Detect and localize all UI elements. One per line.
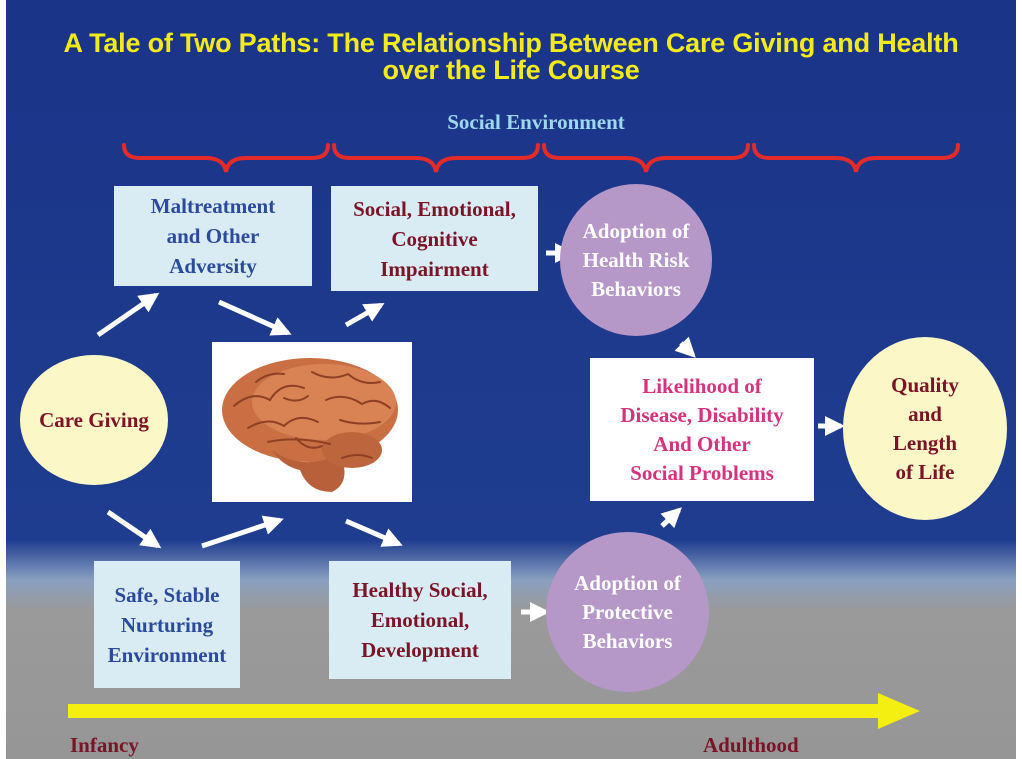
impairment-box: Social, Emotional, Cognitive Impairment	[331, 186, 538, 291]
safe-stable-box: Safe, Stable Nurturing Environment	[94, 561, 240, 688]
timeline-arrow	[68, 693, 920, 729]
maltreatment-box: Maltreatment and Other Adversity	[114, 186, 312, 286]
diagram-connectors	[68, 143, 960, 729]
brain-image	[222, 358, 398, 492]
health-risk-oval: Adoption of Health Risk Behaviors	[560, 184, 712, 336]
arrow-safe-to-brain	[201, 515, 284, 549]
arrow-brain-to-impairment	[344, 302, 385, 328]
brace-3	[542, 143, 750, 173]
care-giving-oval: Care Giving	[20, 355, 168, 485]
timeline-end-label: Adulthood	[703, 733, 799, 757]
arrow-care-to-maltreatment	[96, 292, 160, 338]
healthy-development-box: Healthy Social, Emotional, Development	[329, 561, 511, 679]
arrow-brain-to-healthy	[345, 518, 403, 547]
arrow-maltreatment-to-brain	[217, 299, 292, 336]
brace-group	[122, 143, 960, 173]
slide-title: A Tale of Two Paths: The Relationship Be…	[6, 30, 1016, 84]
arrow-risk-to-likelihood	[674, 336, 696, 358]
social-environment-label: Social Environment	[447, 110, 625, 134]
title-line-2: over the Life Course	[382, 55, 640, 85]
brain-image-frame	[212, 342, 412, 502]
brace-2	[332, 143, 540, 173]
quality-oval: Quality and Length of Life	[843, 337, 1007, 520]
protective-oval: Adoption of Protective Behaviors	[546, 532, 709, 692]
arrow-care-to-safe	[106, 509, 162, 549]
brace-1	[122, 143, 330, 173]
likelihood-box: Likelihood of Disease, Disability And Ot…	[590, 358, 814, 501]
slide: A Tale of Two Paths: The Relationship Be…	[6, 0, 1016, 759]
brace-4	[752, 143, 960, 173]
timeline-start-label: Infancy	[70, 733, 139, 757]
arrow-protective-to-likelihood	[660, 507, 682, 529]
title-line-1: A Tale of Two Paths: The Relationship Be…	[63, 28, 959, 58]
